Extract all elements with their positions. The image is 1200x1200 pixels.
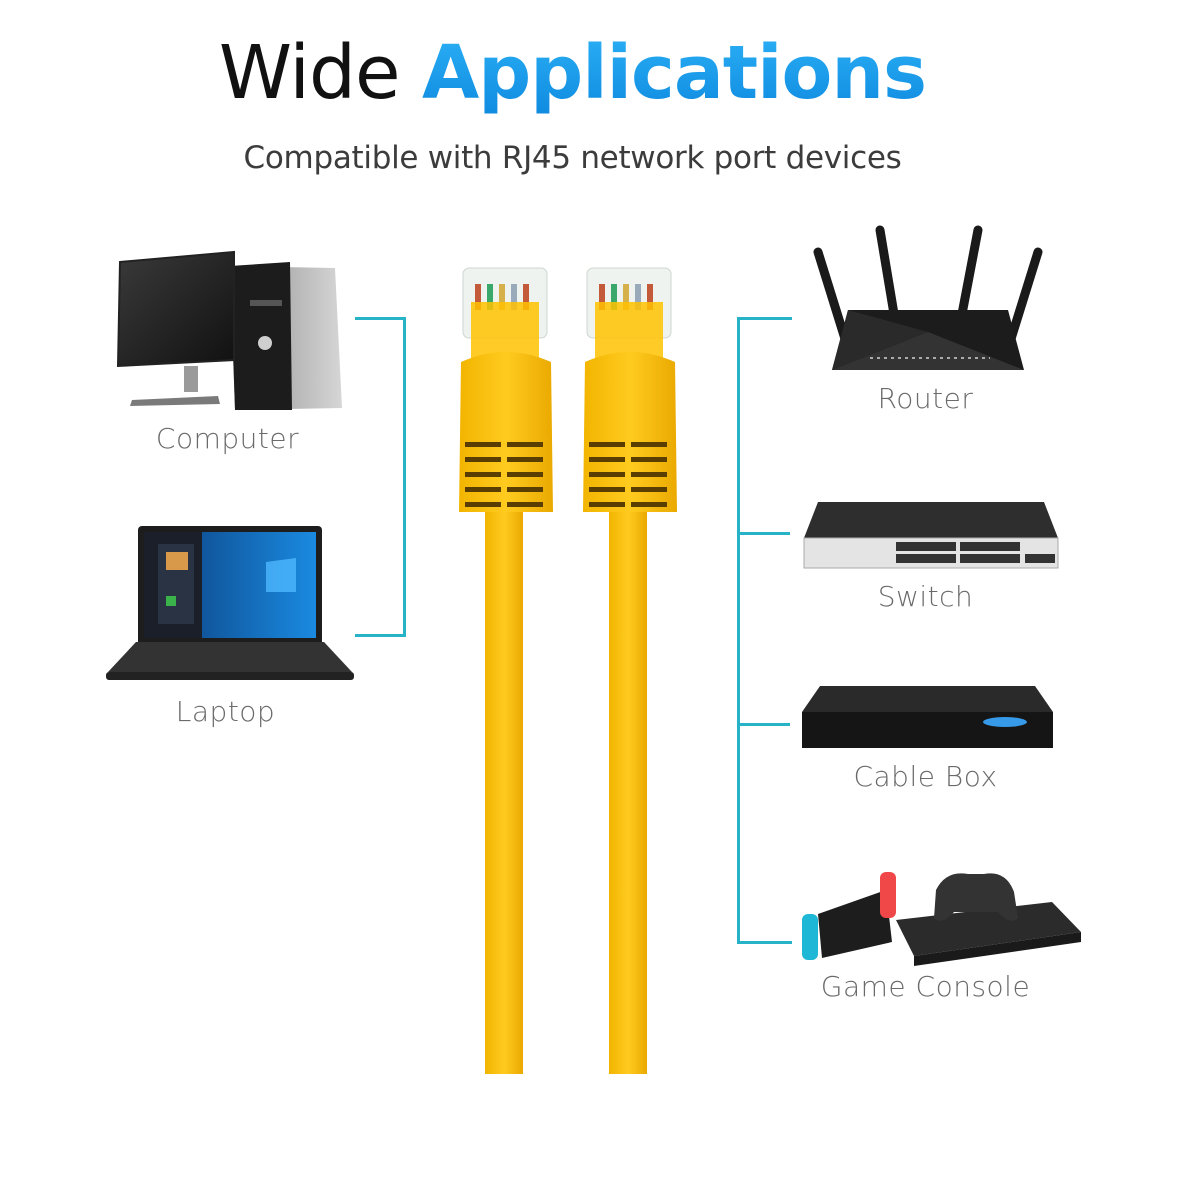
device-label-computer: Computer bbox=[155, 422, 300, 455]
desktop-computer-icon bbox=[116, 250, 342, 410]
network-switch-icon bbox=[803, 502, 1059, 569]
page-subtitle: Compatible with RJ45 network port device… bbox=[243, 140, 902, 176]
left-connector-bracket bbox=[355, 317, 406, 637]
device-switch bbox=[800, 498, 1062, 573]
device-label-cable-box: Cable Box bbox=[853, 760, 998, 793]
title-word-applications: Applications bbox=[422, 30, 927, 116]
router-icon bbox=[813, 225, 1043, 370]
device-label-switch: Switch bbox=[877, 580, 974, 613]
device-game-console bbox=[796, 862, 1086, 970]
right-bracket-tick-switch bbox=[740, 532, 790, 535]
device-label-game-console: Game Console bbox=[820, 970, 1031, 1003]
device-laptop bbox=[106, 522, 354, 682]
cable-box-icon bbox=[802, 686, 1053, 748]
device-router bbox=[810, 222, 1045, 382]
ethernet-cable bbox=[455, 262, 685, 1077]
right-connector-bracket bbox=[737, 317, 792, 944]
laptop-icon bbox=[106, 526, 354, 680]
device-cable-box bbox=[800, 682, 1055, 752]
right-bracket-tick-cablebox bbox=[740, 723, 790, 726]
game-console-icon bbox=[802, 872, 1081, 966]
rj45-connector-icon bbox=[459, 267, 678, 1075]
device-computer bbox=[110, 248, 350, 418]
device-label-router: Router bbox=[877, 382, 974, 415]
device-label-laptop: Laptop bbox=[175, 695, 276, 728]
page-title: Wide Applications bbox=[0, 36, 1145, 110]
title-word-wide: Wide bbox=[218, 30, 401, 116]
